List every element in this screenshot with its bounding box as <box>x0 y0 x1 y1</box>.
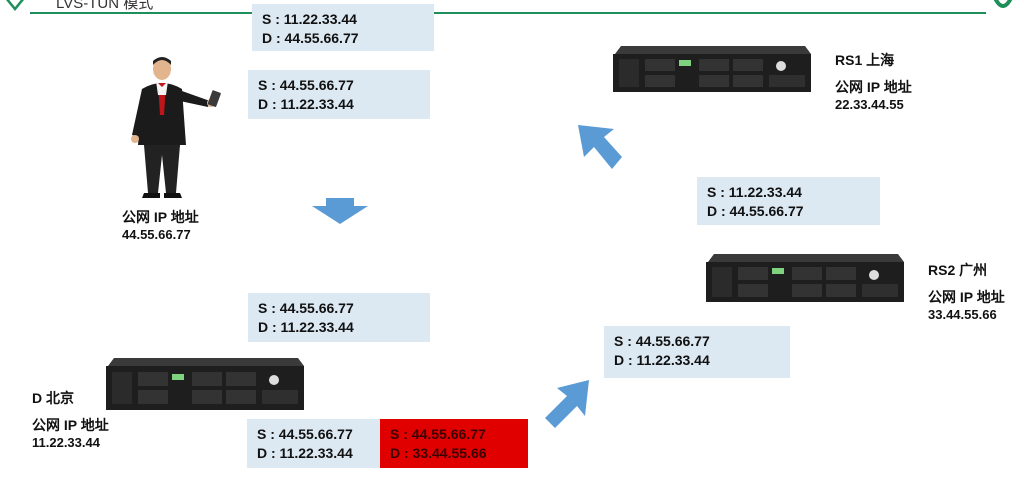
director-ip-label: 公网 IP 地址 <box>32 417 109 433</box>
packet-box-client-response: S : 44.55.66.77 D : 11.22.33.44 <box>248 70 430 119</box>
packet-destination: D : 11.22.33.44 <box>614 352 710 368</box>
packet-source: S : 44.55.66.77 <box>258 77 354 93</box>
packet-source: S : 44.55.66.77 <box>390 426 486 442</box>
packet-destination: D : 11.22.33.44 <box>258 319 354 335</box>
chevron-down-icon <box>6 0 24 11</box>
packet-box-inner-header: S : 44.55.66.77 D : 11.22.33.44 <box>247 419 380 468</box>
rs2-label: RS2 广州 公网 IP 地址 33.44.55.66 <box>928 262 1005 323</box>
packet-box-to-rs2: S : 44.55.66.77 D : 11.22.33.44 <box>604 326 790 378</box>
director-ip-value: 11.22.33.44 <box>32 435 100 450</box>
packet-destination: D : 11.22.33.44 <box>257 445 353 461</box>
packet-destination: D : 44.55.66.77 <box>707 203 804 219</box>
packet-source: S : 11.22.33.44 <box>262 11 357 27</box>
logo-arc-icon <box>993 0 1013 8</box>
top-bar: LVS-TUN 模式 <box>0 0 1024 14</box>
client-ip-label: 公网 IP 地址 <box>122 209 199 225</box>
arrow-up-left-icon <box>578 125 622 169</box>
rs1-server-icon <box>613 46 811 92</box>
packet-box-rs-reply: S : 11.22.33.44 D : 44.55.66.77 <box>697 177 880 225</box>
packet-box-director-inbound: S : 44.55.66.77 D : 11.22.33.44 <box>248 293 430 342</box>
packet-destination: D : 33.44.55.66 <box>390 445 487 461</box>
rs2-server-icon <box>706 254 904 302</box>
packet-box-client-request: S : 11.22.33.44 D : 44.55.66.77 <box>252 4 434 51</box>
rs1-name: RS1 上海 <box>835 52 895 68</box>
rs1-ip-label: 公网 IP 地址 <box>835 79 912 95</box>
client-label: 公网 IP 地址 44.55.66.77 <box>122 209 199 243</box>
packet-source: S : 44.55.66.77 <box>257 426 353 442</box>
page-title: LVS-TUN 模式 <box>56 0 154 12</box>
packet-source: S : 44.55.66.77 <box>614 333 710 349</box>
director-label: D 北京 公网 IP 地址 11.22.33.44 <box>32 390 109 451</box>
packet-source: S : 11.22.33.44 <box>707 184 802 200</box>
client-person-icon <box>131 57 221 198</box>
client-ip-value: 44.55.66.77 <box>122 227 191 242</box>
director-server-icon <box>106 358 304 410</box>
packet-box-tunnel-header: S : 44.55.66.77 D : 33.44.55.66 <box>380 419 528 468</box>
rs2-ip-label: 公网 IP 地址 <box>928 289 1005 305</box>
packet-source: S : 44.55.66.77 <box>258 300 354 316</box>
rs2-ip-value: 33.44.55.66 <box>928 307 997 322</box>
rs1-ip-value: 22.33.44.55 <box>835 97 904 112</box>
arrow-up-right-icon <box>545 380 589 428</box>
header-rule <box>30 12 986 14</box>
arrow-down-icon <box>312 198 368 224</box>
packet-destination: D : 44.55.66.77 <box>262 30 359 46</box>
director-name: D 北京 <box>32 390 74 406</box>
rs1-label: RS1 上海 公网 IP 地址 22.33.44.55 <box>835 52 912 113</box>
rs2-name: RS2 广州 <box>928 262 988 278</box>
packet-destination: D : 11.22.33.44 <box>258 96 354 112</box>
